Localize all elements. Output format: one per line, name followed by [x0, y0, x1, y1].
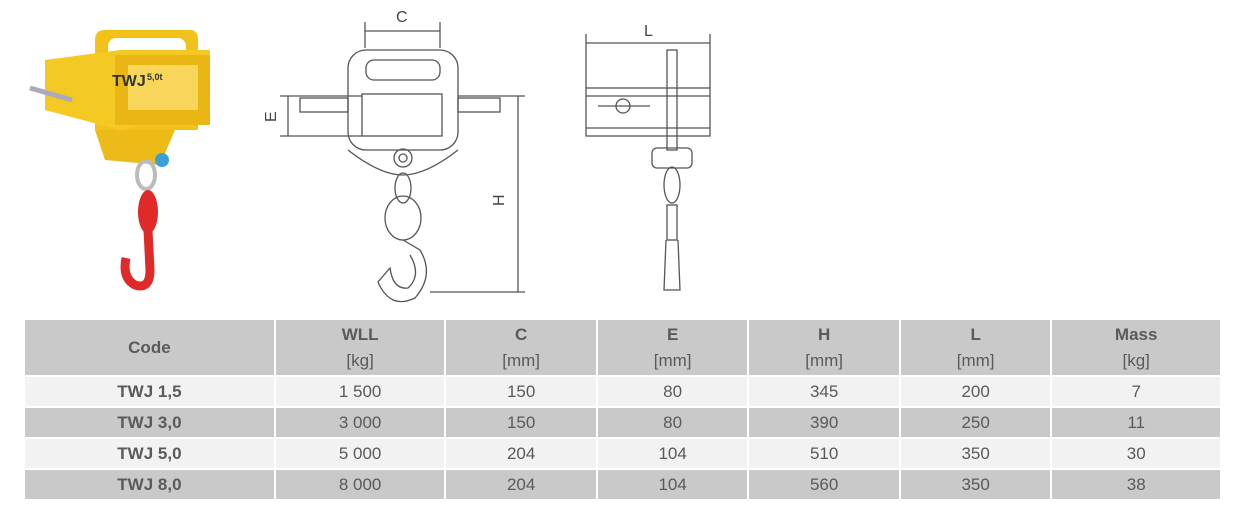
- cell-code: TWJ 5,0: [25, 439, 274, 468]
- table-cell: 345: [749, 377, 899, 406]
- header-unit: [mm]: [956, 350, 995, 370]
- side-view-drawing: [585, 34, 711, 291]
- header-unit: [kg]: [1122, 350, 1150, 370]
- table-cell: 204: [446, 439, 596, 468]
- table-cell: 11: [1052, 408, 1220, 437]
- table-cell: 390: [749, 408, 899, 437]
- header-wll: WLL [kg]: [275, 320, 445, 375]
- header-label: WLL: [341, 324, 379, 344]
- cell-code: TWJ 3,0: [25, 408, 274, 437]
- dim-label-c: C: [396, 9, 408, 26]
- table-header-row: Code WLL [kg] C [mm] E [mm] H [mm] L [mm] Mas…: [25, 320, 1220, 375]
- table-cell: 350: [900, 439, 1051, 468]
- table-cell: 150: [446, 408, 596, 437]
- table-cell: 200: [900, 377, 1051, 406]
- cell-code: TWJ 8,0: [25, 470, 274, 499]
- header-label: C: [515, 324, 528, 344]
- table-cell: 30: [1052, 439, 1220, 468]
- header-e: E [mm]: [597, 320, 748, 375]
- header-l: L [mm]: [900, 320, 1051, 375]
- table-cell: 350: [900, 470, 1051, 499]
- table-cell: 104: [597, 470, 748, 499]
- table-cell: 150: [446, 377, 596, 406]
- front-view-drawing: [280, 22, 525, 303]
- product-photo: TWJ 5,0t: [29, 30, 210, 291]
- cell-code: TWJ 1,5: [25, 377, 274, 406]
- product-figures: TWJ 5,0t C E H L: [29, 9, 711, 303]
- table-cell: 510: [749, 439, 899, 468]
- header-unit: [mm]: [805, 350, 844, 370]
- specifications-table: Code WLL [kg] C [mm] E [mm] H [mm] L [mm] Mas…: [23, 318, 1222, 501]
- header-unit: [mm]: [653, 350, 692, 370]
- header-label: H: [818, 324, 831, 344]
- header-c: C [mm]: [446, 320, 596, 375]
- table-cell: 38: [1052, 470, 1220, 499]
- table-cell: 7: [1052, 377, 1220, 406]
- header-mass: Mass [kg]: [1052, 320, 1220, 375]
- header-unit: [mm]: [502, 350, 541, 370]
- table-cell: 204: [446, 470, 596, 499]
- header-code: Code: [25, 320, 274, 375]
- dim-label-l: L: [644, 23, 653, 40]
- svg-text:5,0t: 5,0t: [147, 72, 163, 82]
- dim-label-h: H: [491, 194, 508, 206]
- header-label: Mass: [1114, 324, 1158, 344]
- table-cell: 1 500: [275, 377, 445, 406]
- table-cell: 104: [597, 439, 748, 468]
- svg-text:TWJ: TWJ: [112, 73, 146, 90]
- header-h: H [mm]: [749, 320, 899, 375]
- header-label: Code: [128, 337, 171, 357]
- table-cell: 3 000: [275, 408, 445, 437]
- table-cell: 560: [749, 470, 899, 499]
- table-cell: 250: [900, 408, 1051, 437]
- header-label: E: [666, 324, 679, 344]
- table-cell: 5 000: [275, 439, 445, 468]
- table-cell: 80: [597, 408, 748, 437]
- header-label: L: [970, 324, 981, 344]
- table-cell: 8 000: [275, 470, 445, 499]
- header-unit: [kg]: [346, 350, 374, 370]
- dim-label-e: E: [263, 111, 280, 122]
- table-cell: 80: [597, 377, 748, 406]
